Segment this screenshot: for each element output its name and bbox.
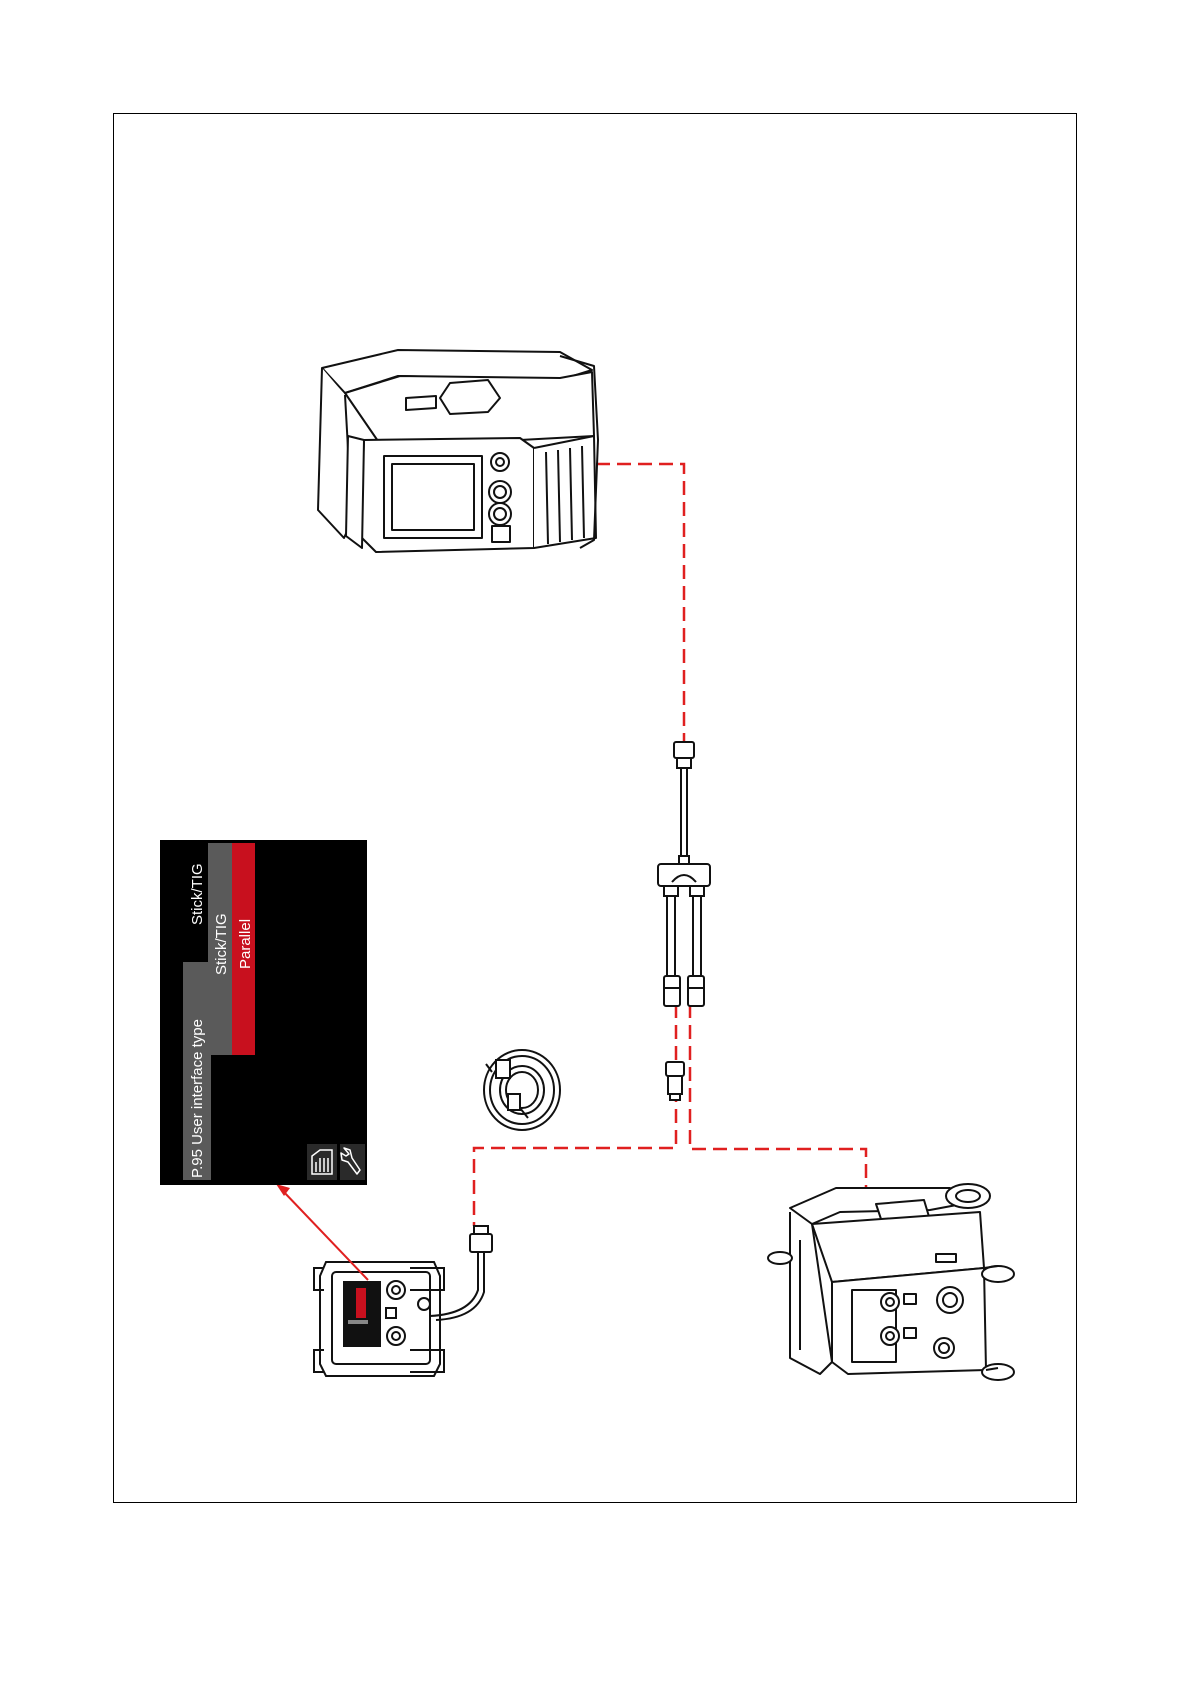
connector-split-left xyxy=(664,976,680,1006)
memory-channel-icon xyxy=(307,1144,337,1180)
remote-control xyxy=(314,1226,492,1376)
parameter-label: P.95 User interface type xyxy=(189,1019,206,1178)
connector-top xyxy=(674,742,694,758)
coiled-cable xyxy=(484,1050,560,1130)
ui-screen: Stick/TIG P.95 User interface type Stick… xyxy=(160,840,367,1185)
cable-split-left xyxy=(474,1004,676,1226)
selected-option-label: Parallel xyxy=(237,919,254,969)
connector-split-right xyxy=(688,976,704,1006)
power-source-bottom xyxy=(768,1184,1014,1380)
header-mode-label: Stick/TIG xyxy=(189,863,206,925)
zoom-arrow xyxy=(276,1184,368,1280)
cable-split-right xyxy=(690,1004,866,1192)
y-split-cable xyxy=(658,742,710,1006)
inline-connector xyxy=(666,1062,684,1100)
current-value-label: Stick/TIG xyxy=(213,913,230,975)
wrench-icon xyxy=(340,1144,365,1180)
power-source-top xyxy=(318,350,598,552)
